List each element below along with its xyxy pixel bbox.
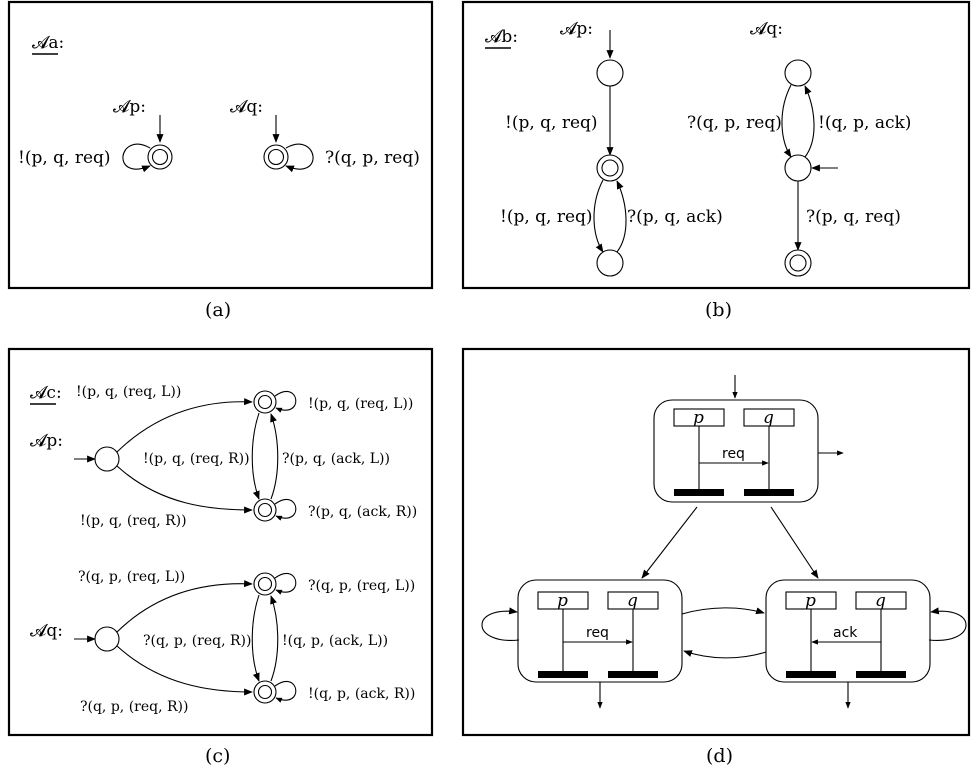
panel-c: 𝓐c: 𝓐p: !(p, q, (req, L)) !(p, q, (req, … — [7, 347, 434, 737]
panel-c-p-edge-top — [116, 398, 253, 453]
panel-d-right-loop — [928, 607, 967, 641]
panel-a-aq-label: 𝓐q: — [230, 97, 263, 117]
panel-d-left-msg: req — [586, 625, 609, 641]
panel-b-q-s0 — [784, 59, 812, 87]
panel-c-q-bot-loop-label: !(q, p, (ack, R)) — [308, 686, 415, 702]
panel-b-p-edge3 — [616, 180, 627, 253]
panel-c-aq-label: 𝓐q: — [30, 621, 63, 641]
panel-c-p-s2-loop — [274, 498, 297, 521]
panel-b-q-edge3-label: ?(p, q, req) — [806, 207, 901, 227]
panel-a-q-loop-label: ?(q, p, req) — [325, 148, 420, 168]
panel-c-q-s2-inner — [257, 684, 273, 700]
panel-c-q-s2-loop — [274, 680, 297, 703]
panel-d-right-msg: ack — [833, 625, 858, 641]
panel-c-q-mid-right-label: !(q, p, (ack, L)) — [282, 633, 388, 649]
panel-a-p-loop — [122, 143, 151, 173]
panel-c-p-mid-right-label: ?(p, q, (ack, L)) — [282, 451, 390, 467]
panel-d-top-q-bar — [744, 489, 794, 496]
panel-c-p-edge-bot — [116, 465, 253, 514]
panel-d-right-q-bar — [856, 671, 906, 678]
panel-c-q-edge-down — [251, 594, 260, 682]
panel-c-p-s2-inner — [257, 502, 273, 518]
panel-b-q-s2-inner — [789, 254, 807, 272]
panel-c-p-s1-loop — [274, 390, 297, 413]
panel-d-right-q: q — [875, 591, 886, 611]
panel-a-title: 𝓐a: — [32, 33, 64, 53]
panel-b-p-s0 — [596, 59, 624, 87]
panel-b-q-s1 — [784, 154, 812, 182]
panel-c-p-s1-inner — [257, 394, 273, 410]
panel-c-q-top-label: ?(q, p, (req, L)) — [78, 569, 185, 585]
panel-c-p-top-loop-label: !(p, q, (req, L)) — [308, 396, 413, 412]
panel-a-q-loop — [285, 143, 314, 173]
panel-d-edge-top-right — [770, 506, 819, 579]
panel-d-left-p: p — [557, 591, 568, 611]
panel-c-ap-label: 𝓐p: — [30, 431, 63, 451]
panel-d-top-p-bar — [674, 489, 724, 496]
panel-d-left-p-bar — [538, 671, 588, 678]
panel-b-title: 𝓐b: — [485, 27, 518, 47]
panel-b-caption: (b) — [705, 299, 732, 321]
panel-b-p-edge1-label: !(p, q, req) — [505, 113, 598, 133]
panel-b-p-s2 — [596, 249, 624, 277]
panel-a-caption: (a) — [205, 299, 231, 321]
panel-c-caption: (c) — [205, 745, 230, 767]
panel-d-frame — [461, 347, 971, 737]
panel-c-p-edge-up — [270, 413, 279, 500]
panel-c-p-top-label: !(p, q, (req, L)) — [76, 384, 181, 400]
panel-d-right-p-bar — [786, 671, 836, 678]
panel-b-p-edge3-label: ?(p, q, ack) — [627, 207, 723, 227]
panel-d-top-msg: req — [722, 446, 745, 462]
panel-b-frame — [461, 0, 971, 290]
panel-b: 𝓐b: 𝓐p: !(p, q, req) !(p, q, req) ?(p, q… — [461, 0, 971, 290]
panel-c-p-mid-label: !(p, q, (req, R)) — [143, 451, 250, 467]
panel-b-p-s1-inner — [601, 159, 619, 177]
panel-c-q-mid-label: ?(q, p, (req, R)) — [143, 633, 251, 649]
panel-c-frame — [7, 347, 434, 737]
panel-d-caption: (d) — [706, 745, 733, 767]
panel-b-ap-label: 𝓐p: — [560, 19, 593, 39]
panel-a-p-loop-label: !(p, q, req) — [18, 148, 111, 168]
panel-b-p-edge2 — [593, 179, 604, 253]
panel-c-q-s0 — [94, 626, 120, 652]
panel-b-p-edge2-label: !(p, q, req) — [500, 207, 593, 227]
panel-c-p-bot-loop-label: ?(p, q, (ack, R)) — [308, 504, 417, 520]
panel-c-q-bot-label: ?(q, p, (req, R)) — [80, 699, 188, 715]
panel-d-edge-left-right — [681, 607, 765, 615]
panel-d-right-p: p — [805, 591, 816, 611]
panel-c-q-edge-bot — [116, 645, 253, 696]
panel-b-aq-label: 𝓐q: — [750, 19, 783, 39]
panel-b-q-edge2 — [804, 85, 815, 158]
panel-b-q-edge2-label: !(q, p, ack) — [818, 113, 911, 133]
panel-c-p-edge-down — [251, 412, 260, 500]
panel-d-left-q: q — [627, 591, 638, 611]
panel-a-q-state-inner — [267, 148, 285, 166]
panel-c-q-s1-loop — [274, 572, 297, 595]
panel-d-top-q: q — [763, 408, 774, 428]
panel-c-title: 𝓐c: — [30, 383, 62, 403]
panel-d-top-p: p — [693, 408, 704, 428]
panel-d-left-q-bar — [608, 671, 658, 678]
panel-c-p-s0 — [94, 446, 120, 472]
panel-d-left-loop — [481, 607, 520, 641]
panel-c-p-bot-label: !(p, q, (req, R)) — [80, 513, 187, 529]
panel-d-edge-top-left — [641, 506, 698, 579]
panel-a-ap-label: 𝓐p: — [113, 97, 146, 117]
panel-a-frame — [7, 0, 434, 290]
panel-a-p-state-inner — [151, 148, 169, 166]
panel-c-q-top-loop-label: ?(q, p, (req, L)) — [308, 578, 415, 594]
panel-c-q-edge-top — [116, 580, 253, 633]
panel-b-q-edge1-label: ?(q, p, req) — [687, 113, 782, 133]
panel-c-q-edge-up — [270, 595, 279, 682]
panel-b-q-edge1 — [781, 84, 792, 158]
panel-c-q-s1-inner — [257, 576, 273, 592]
panel-d: p q req p q req p q ack — [461, 347, 971, 737]
panel-a: 𝓐a: 𝓐p: !(p, q, req) 𝓐q: ?(q, p, req) — [7, 0, 434, 290]
panel-d-edge-right-left — [683, 650, 767, 659]
